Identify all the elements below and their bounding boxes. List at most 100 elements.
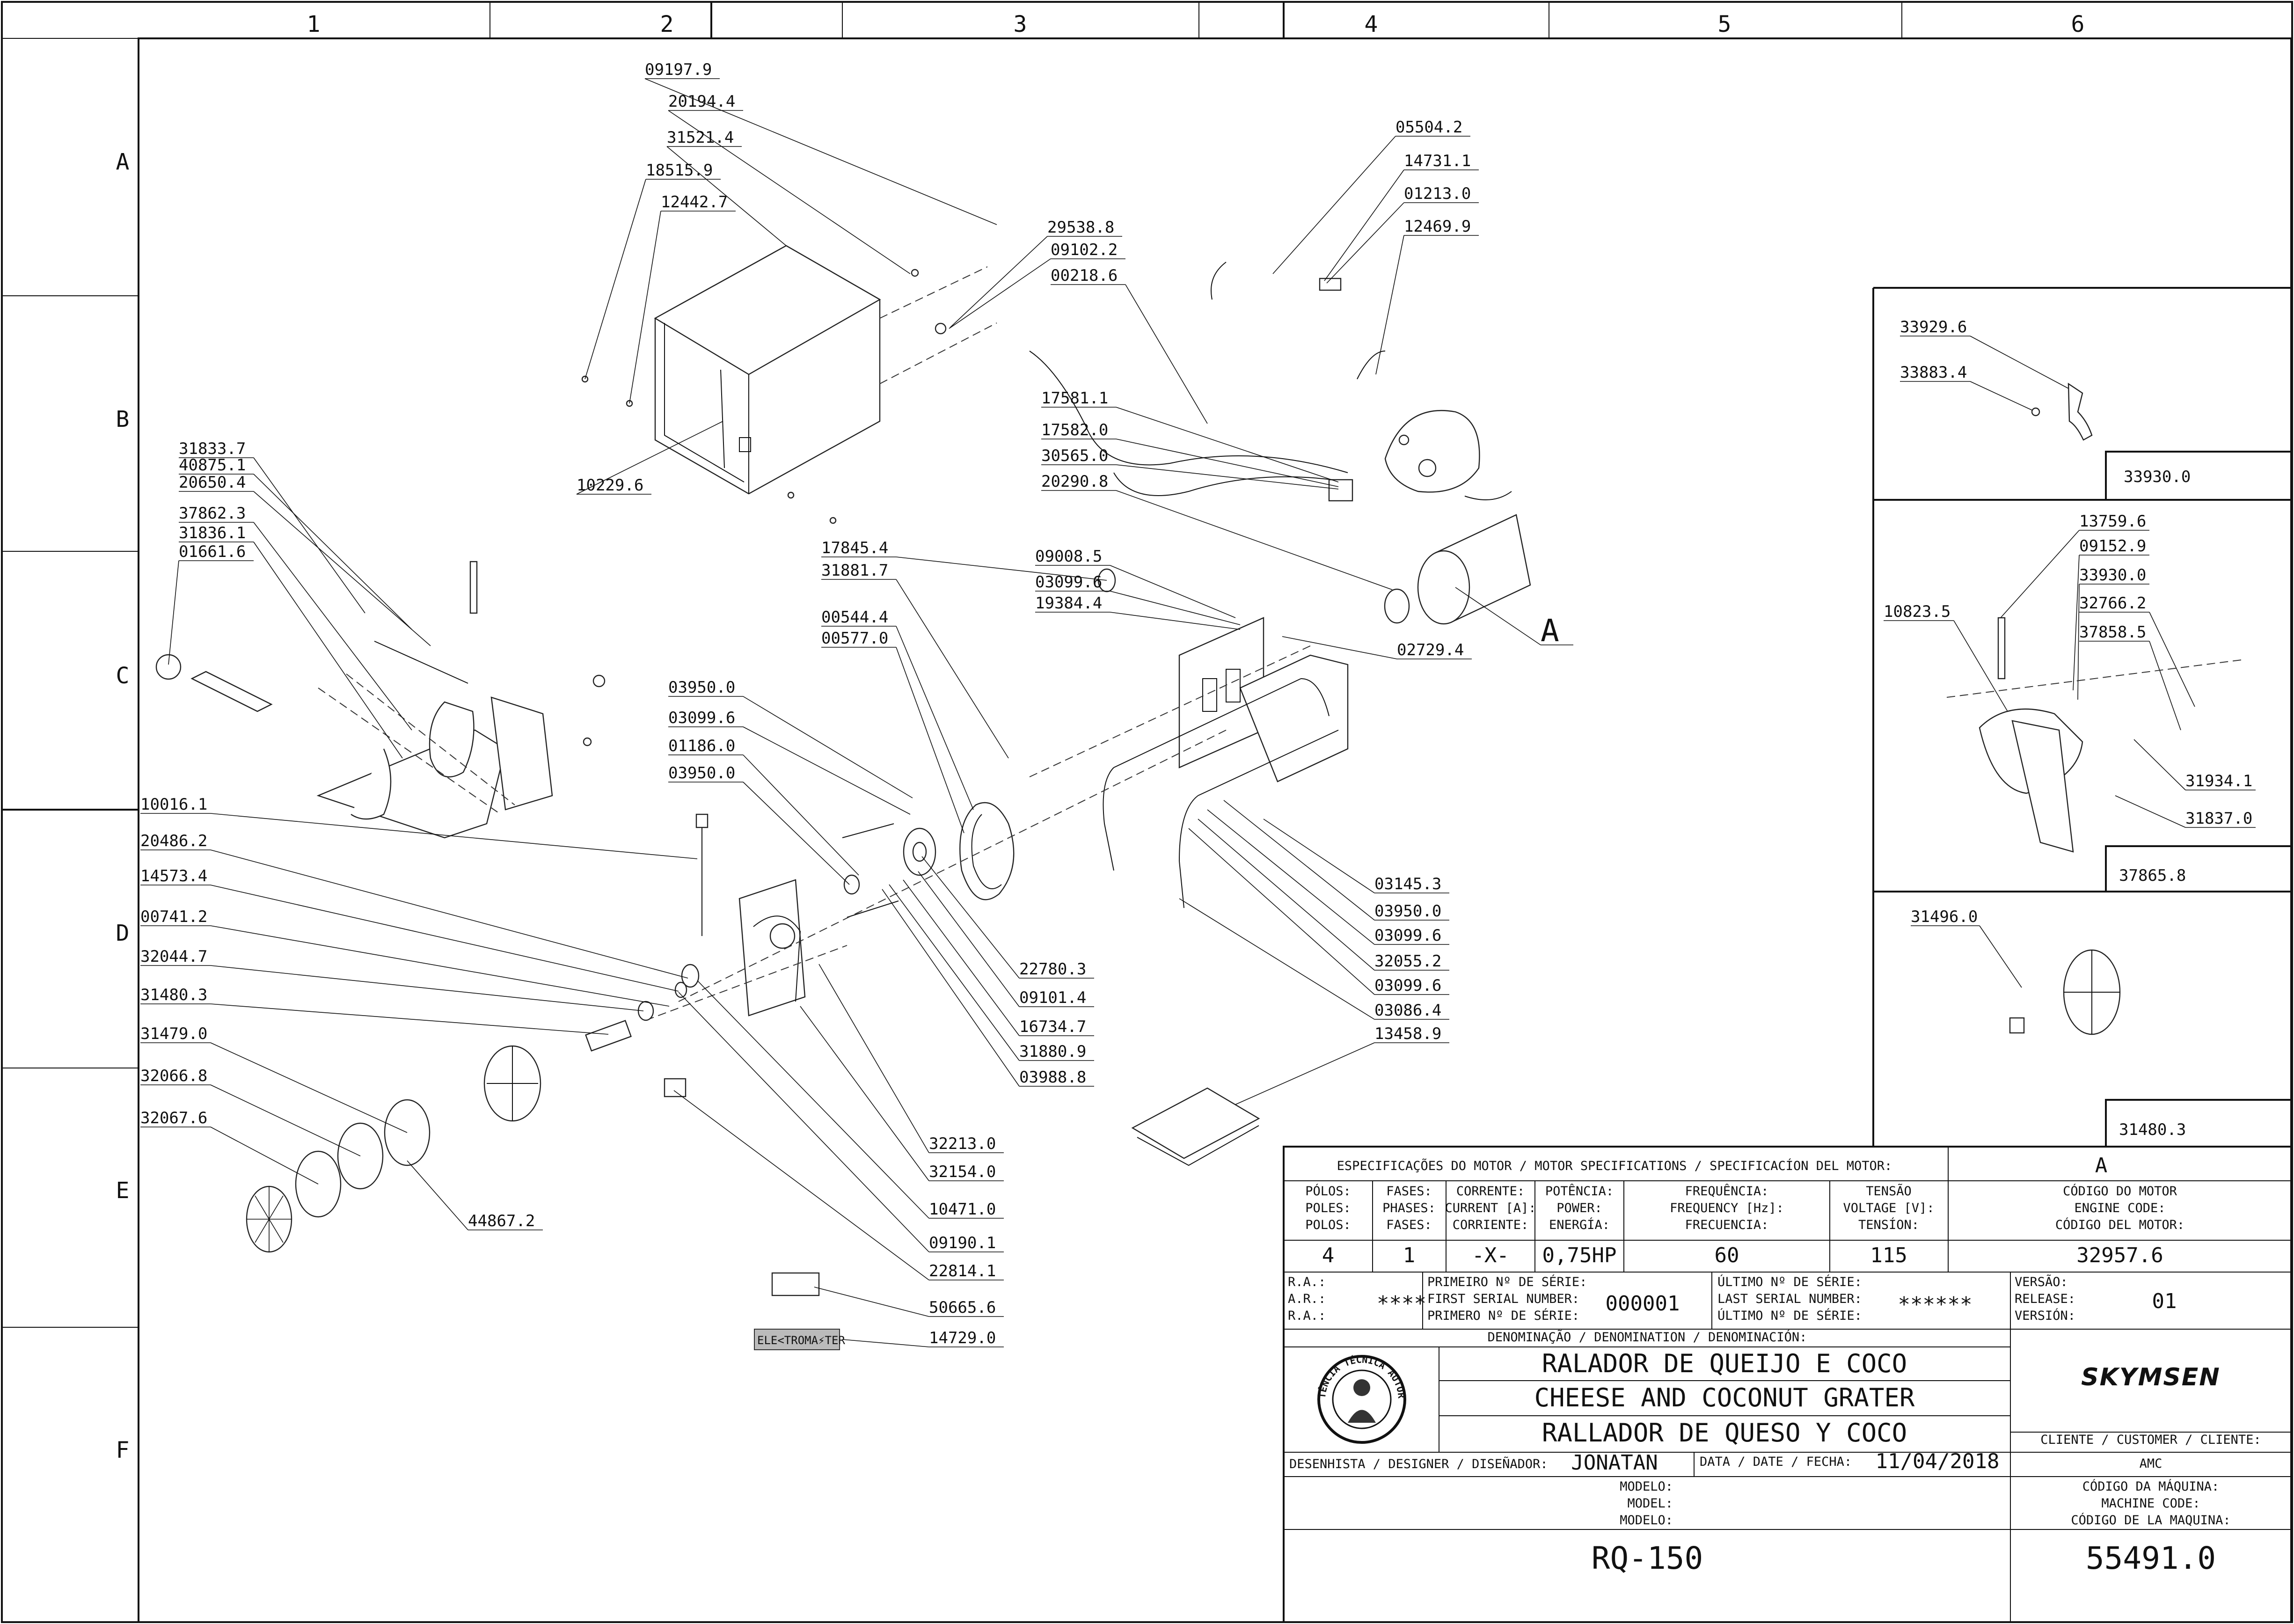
machine-code-label-line: CÓDIGO DE LA MAQUINA:: [2071, 1513, 2230, 1528]
grid-row-label: A: [116, 149, 130, 175]
callout-label: 31836.1: [179, 524, 246, 542]
inset2-callout: 37858.5: [2079, 623, 2146, 642]
callout-label: 50665.6: [929, 1298, 996, 1317]
callout-label: 03950.0: [1374, 902, 1441, 921]
grid-col-label: 4: [1365, 11, 1378, 37]
spec-label: FASES:: [1386, 1184, 1432, 1199]
callout-label: 10229.6: [577, 476, 643, 495]
callout-label: 18515.9: [646, 161, 713, 180]
date-label: DATA / DATE / FECHA:: [1700, 1455, 1852, 1469]
callout-label: 03099.6: [1035, 573, 1102, 592]
motor-housing-cover: [581, 245, 997, 524]
callout-label: 37862.3: [179, 504, 246, 523]
inset3-callout: 31496.0: [1911, 907, 1978, 926]
callout-label: 22780.3: [1019, 960, 1086, 979]
spec-label: FREQUÊNCIA:: [1685, 1184, 1769, 1199]
leader-lines: [140, 78, 2256, 1347]
last-serial-label-line: ÚLTIMO Nº DE SÉRIE:: [1717, 1274, 1862, 1289]
callout-label: 05504.2: [1395, 118, 1462, 137]
version-label-line: VERSIÓN:: [2015, 1308, 2075, 1323]
inset-panels: [1872, 287, 2292, 1148]
spec-label: CORRIENTE:: [1453, 1218, 1529, 1232]
callout-label: 14729.0: [929, 1329, 996, 1347]
machine-code-value: 55491.0: [2086, 1540, 2216, 1576]
last-serial-value: ******: [1898, 1293, 1973, 1317]
spec-label: ENERGÍA:: [1549, 1217, 1610, 1232]
ra-value: ****: [1377, 1292, 1426, 1316]
chassis-frame: [1103, 617, 1349, 908]
inset2-callout: 31934.1: [2185, 772, 2252, 790]
spec-value: 60: [1715, 1244, 1739, 1267]
inset2-callout: 31837.0: [2185, 809, 2252, 828]
grid-row-label: D: [116, 920, 130, 946]
model-value: RQ-150: [1592, 1540, 1703, 1576]
part-callouts: 09197.920194.431521.418515.912442.710229…: [140, 60, 2252, 1347]
inset2-callout: 09152.9: [2079, 537, 2146, 556]
inset2-callout: 33930.0: [2079, 566, 2146, 585]
motor-spec-columns: PÓLOS:POLES:POLOS:4FASES:PHASES:FASES:1C…: [1305, 1184, 2184, 1267]
callout-label: 01186.0: [668, 737, 735, 755]
callout-label: 31833.7: [179, 439, 246, 458]
callout-label: 32213.0: [929, 1134, 996, 1153]
inner-border: [138, 37, 2292, 1623]
callout-label: 03099.6: [668, 709, 735, 727]
callout-label: 31479.0: [140, 1024, 207, 1043]
callout-label: 00741.2: [140, 907, 207, 926]
callout-label: 20650.4: [179, 473, 246, 492]
spec-label: FRECUENCIA:: [1685, 1218, 1769, 1232]
grid-row-label: B: [116, 406, 130, 432]
motor-variant: A: [2095, 1154, 2108, 1178]
spec-value: 1: [1403, 1244, 1416, 1267]
callout-label: 03145.3: [1374, 875, 1441, 893]
callout-label: 31880.9: [1019, 1042, 1086, 1061]
version-value: 01: [2152, 1289, 2177, 1313]
grid-col-label: 1: [307, 11, 321, 37]
callout-label: 09008.5: [1035, 547, 1102, 566]
inset2-callout: 10823.5: [1884, 602, 1951, 621]
title-block-lines: [1283, 1146, 2292, 1623]
version-label-line: RELEASE:: [2015, 1292, 2075, 1306]
grater-discs: [246, 964, 700, 1253]
grid-col-label: 5: [1718, 11, 1731, 37]
version-label: VERSÃO: RELEASE: VERSIÓN:: [2015, 1274, 2075, 1323]
brand-logo: SKYMSEN: [2081, 1363, 2221, 1391]
first-serial-label-line: FIRST SERIAL NUMBER:: [1427, 1292, 1579, 1306]
callout-label: 32066.8: [140, 1067, 207, 1085]
inset1-callout: 33929.6: [1900, 318, 1967, 337]
callout-label: 02729.4: [1397, 641, 1464, 659]
callout-label: 14731.1: [1404, 152, 1471, 170]
callout-label: 20194.4: [668, 92, 735, 111]
callout-label: 03086.4: [1374, 1001, 1441, 1020]
callout-label: 19384.4: [1035, 594, 1102, 613]
version-label-line: VERSÃO:: [2015, 1274, 2068, 1289]
callout-label: 32154.0: [929, 1163, 996, 1181]
callout-label: 29538.8: [1047, 218, 1114, 237]
machine-code-label-line: CÓDIGO DA MÁQUINA:: [2082, 1479, 2220, 1494]
spec-value: -X-: [1472, 1244, 1509, 1267]
denomination-header: DENOMINAÇÃO / DENOMINATION / DENOMINACIÓ…: [1488, 1330, 1807, 1345]
spec-label: TENSÃO: [1866, 1184, 1912, 1199]
spec-label: FASES:: [1386, 1218, 1432, 1232]
front-housing: [645, 813, 847, 1021]
grid-col-label: 3: [1014, 11, 1027, 37]
callout-label: 13458.9: [1374, 1024, 1441, 1043]
inset1-code: 33930.0: [2124, 468, 2191, 486]
inset2-callout: 13759.6: [2079, 512, 2146, 531]
callout-label: 00577.0: [821, 629, 888, 648]
callout-label: 40875.1: [179, 456, 246, 475]
grid-row-label: C: [116, 663, 130, 689]
first-serial-label-line: PRIMERO Nº DE SÉRIE:: [1427, 1308, 1579, 1323]
grid-row-label: F: [116, 1437, 130, 1463]
serial-row: R.A.:A.R.:R.A.: **** PRIMEIRO Nº DE SÉRI…: [1288, 1274, 2177, 1323]
drip-tray: [1131, 1087, 1260, 1166]
grid-col-label: 2: [660, 11, 674, 37]
spec-value: 4: [1322, 1244, 1335, 1267]
spec-label: PHASES:: [1382, 1201, 1436, 1215]
callout-label: 09102.2: [1051, 241, 1118, 259]
denomination-es: RALLADOR DE QUESO Y COCO: [1542, 1418, 1907, 1448]
callout-label: 17581.1: [1041, 389, 1108, 408]
first-serial-label: PRIMEIRO Nº DE SÉRIE:FIRST SERIAL NUMBER…: [1427, 1274, 1587, 1323]
last-serial-label-line: ÚLTIMO Nº DE SÉRIE:: [1717, 1308, 1862, 1323]
callout-label: 20290.8: [1041, 472, 1108, 491]
